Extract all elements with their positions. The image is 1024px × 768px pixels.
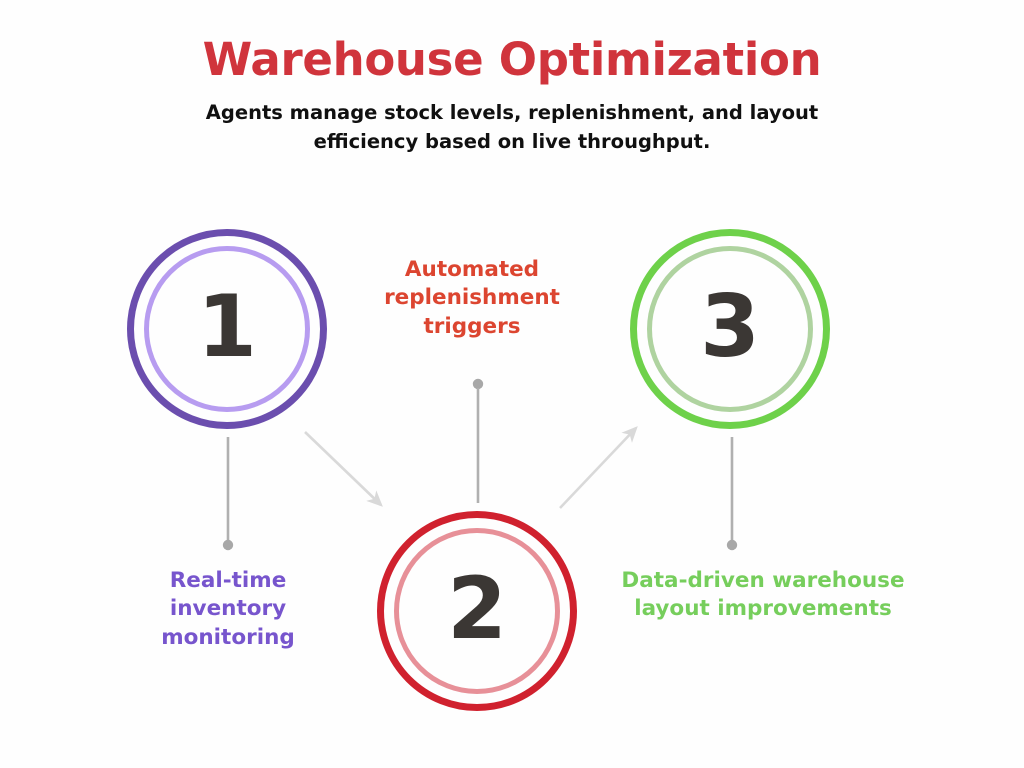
leader-line-node-3 bbox=[726, 437, 738, 551]
leader-line-node-1 bbox=[222, 437, 234, 551]
step-3-label: Data-driven warehouse layout improvement… bbox=[621, 568, 905, 622]
arrow-node1-to-node2 bbox=[304, 431, 383, 507]
step-3-inner-ring bbox=[647, 246, 813, 412]
header: Warehouse Optimization Agents manage sto… bbox=[0, 36, 1024, 156]
step-circle-2[interactable]: 2 bbox=[377, 511, 577, 711]
step-2-outer-ring bbox=[377, 511, 577, 711]
leader-line-node-2 bbox=[472, 378, 484, 503]
step-3-outer-ring bbox=[630, 229, 830, 429]
step-circle-3[interactable]: 3 bbox=[630, 229, 830, 429]
step-1-label: Real-time inventory monitoring bbox=[161, 568, 295, 650]
arrow-node2-to-node3 bbox=[559, 426, 638, 509]
page-subtitle: Agents manage stock levels, replenishmen… bbox=[205, 101, 819, 153]
page-title: Warehouse Optimization bbox=[202, 33, 822, 86]
step-2-label: Automated replenishment triggers bbox=[384, 257, 560, 339]
step-2-inner-ring bbox=[394, 528, 560, 694]
step-1-outer-ring bbox=[127, 229, 327, 429]
step-1-inner-ring bbox=[144, 246, 310, 412]
step-2-number: 2 bbox=[447, 559, 507, 659]
step-1-number: 1 bbox=[197, 277, 257, 377]
step-circle-1[interactable]: 1 bbox=[127, 229, 327, 429]
step-3-number: 3 bbox=[700, 277, 760, 377]
